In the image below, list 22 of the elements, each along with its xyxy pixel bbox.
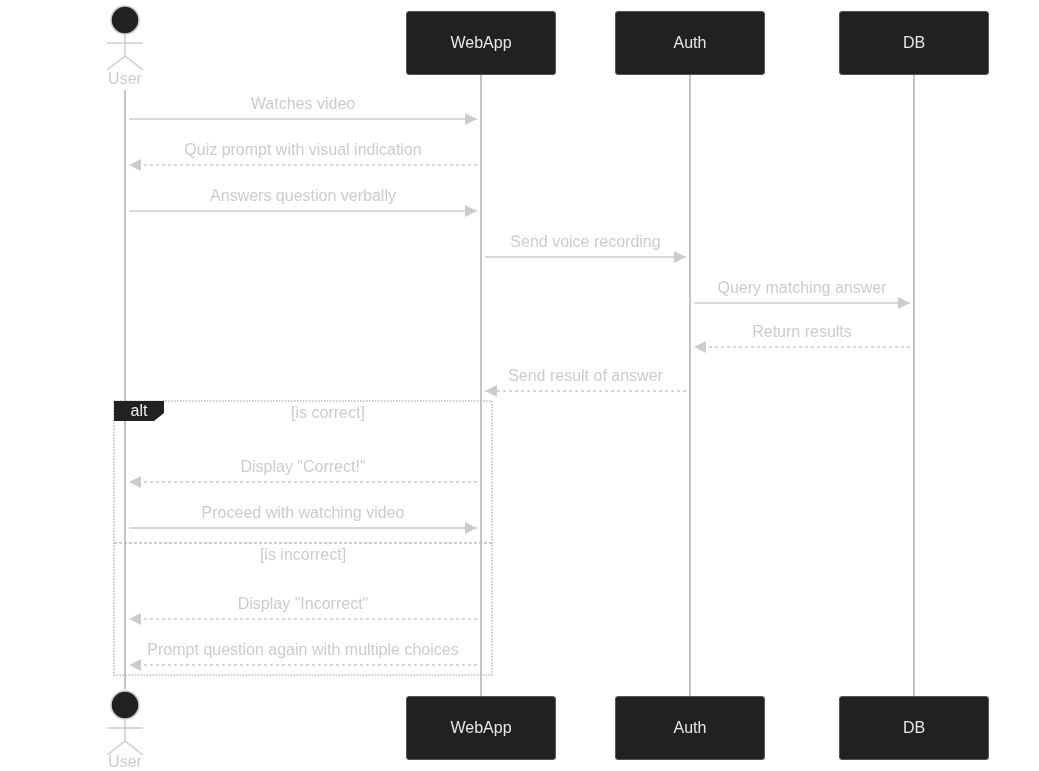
message-arrow bbox=[484, 385, 687, 397]
lifeline bbox=[910, 75, 918, 696]
message-arrow bbox=[128, 613, 478, 625]
lifeline bbox=[121, 90, 129, 689]
message-arrow bbox=[128, 205, 478, 217]
participant-box: Auth bbox=[615, 696, 765, 760]
message-arrow bbox=[128, 522, 478, 534]
participant-box: DB bbox=[839, 696, 989, 760]
participant-box: Auth bbox=[615, 11, 765, 75]
frame-tag: alt bbox=[114, 401, 164, 421]
participant-box: WebApp bbox=[406, 11, 556, 75]
lifeline bbox=[686, 75, 694, 696]
message-arrow bbox=[128, 659, 478, 671]
message-arrow bbox=[128, 159, 478, 171]
message-arrow bbox=[128, 476, 478, 488]
lifeline bbox=[477, 75, 485, 696]
participant-box: WebApp bbox=[406, 696, 556, 760]
message-arrow bbox=[128, 113, 478, 125]
participant-box: DB bbox=[839, 11, 989, 75]
message-arrow bbox=[693, 297, 911, 309]
message-arrow bbox=[693, 341, 911, 353]
message-arrow bbox=[484, 251, 687, 263]
